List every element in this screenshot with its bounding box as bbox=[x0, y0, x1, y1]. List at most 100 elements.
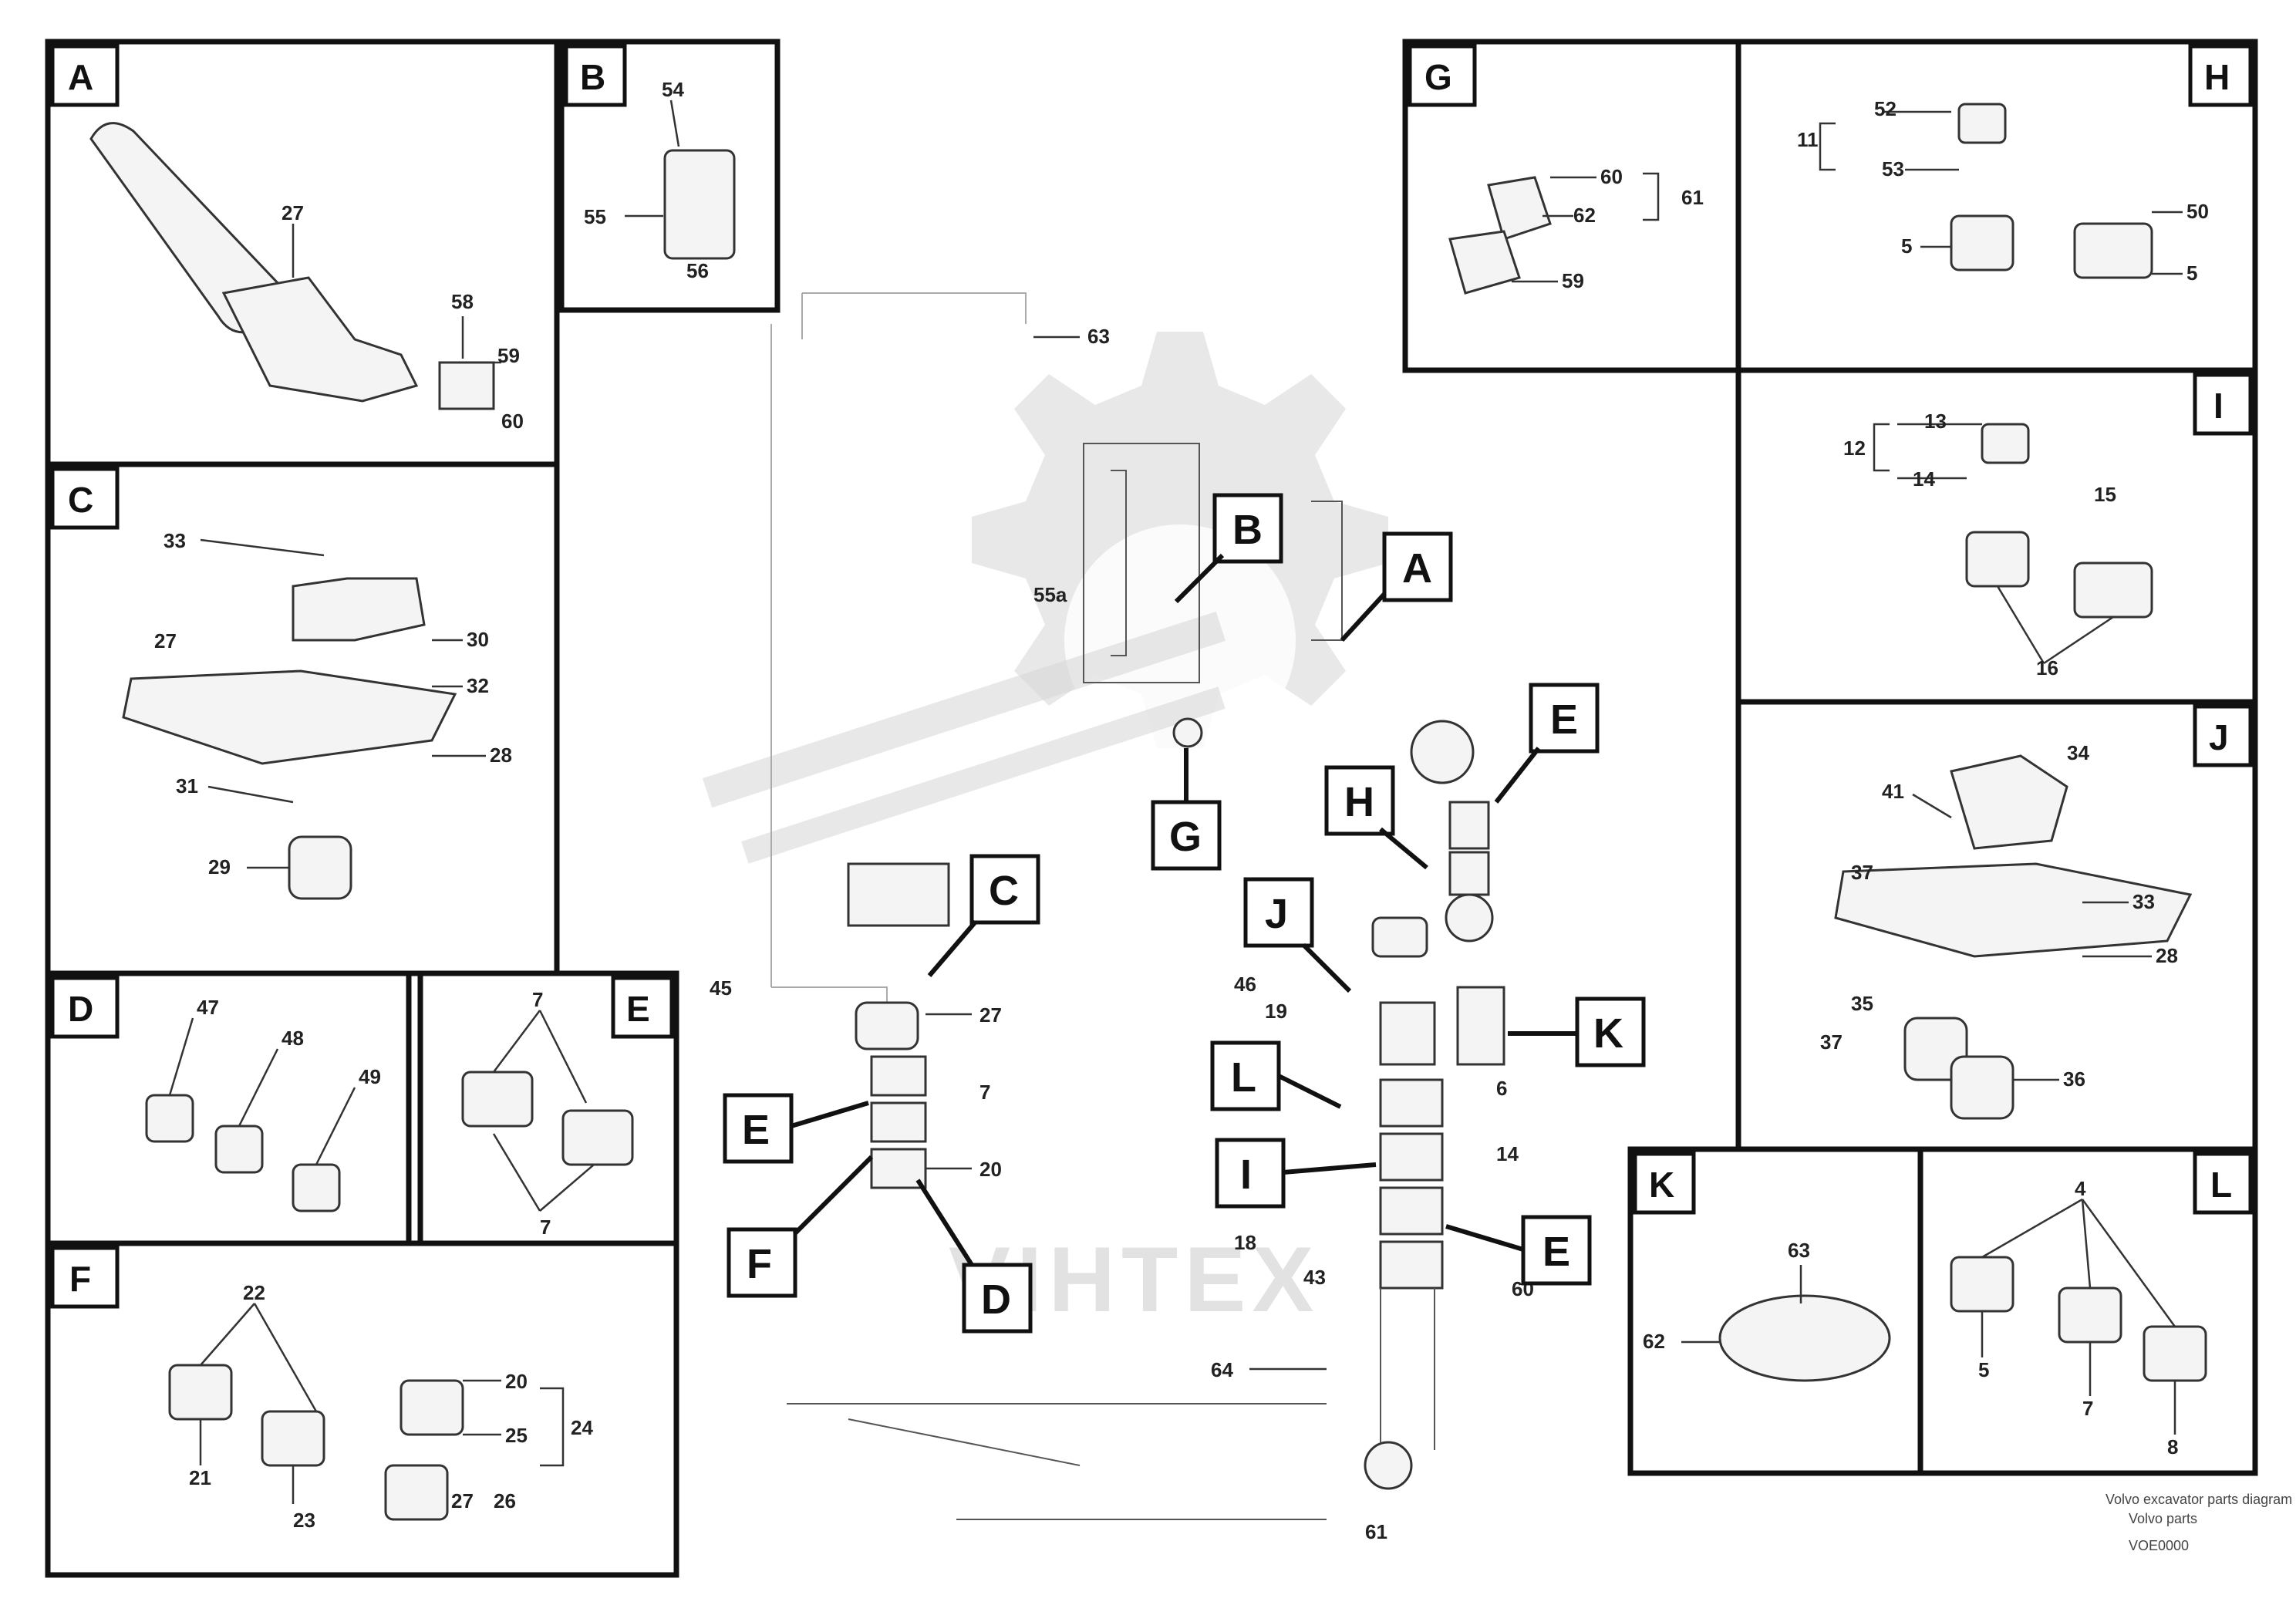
panel-c-num-1: 33 bbox=[164, 529, 186, 552]
panel-g-num-1: 60 bbox=[1600, 165, 1623, 188]
main-num-3: 45 bbox=[710, 976, 732, 1000]
panel-k: K 63 62 bbox=[1627, 1146, 1923, 1476]
panel-j-num-7: 37 bbox=[1820, 1030, 1843, 1054]
panel-j-num-1: 41 bbox=[1882, 780, 1904, 803]
main-num-9: 6 bbox=[1496, 1077, 1507, 1100]
callout-c: C bbox=[989, 868, 1019, 914]
panel-k-num-2: 62 bbox=[1643, 1330, 1665, 1353]
panel-l: L 4 5 7 8 bbox=[1917, 1146, 2258, 1476]
panel-f-num-6: 26 bbox=[494, 1489, 516, 1512]
panel-k-label: K bbox=[1649, 1165, 1674, 1205]
panel-i-num-5: 16 bbox=[2036, 656, 2058, 679]
reference-code: VOE0000 bbox=[2129, 1538, 2189, 1553]
main-num-10: 14 bbox=[1496, 1142, 1519, 1165]
main-num-11: 18 bbox=[1234, 1231, 1256, 1254]
panel-j-num-6: 35 bbox=[1851, 992, 1873, 1015]
panel-a-num-3: 59 bbox=[497, 344, 520, 367]
panel-h: H 11 52 53 50 5 5 bbox=[1735, 39, 2258, 373]
callout-e-top: E bbox=[1550, 696, 1578, 743]
reference-line-2: Volvo parts bbox=[2129, 1511, 2197, 1526]
callout-k: K bbox=[1593, 1010, 1623, 1057]
main-num-5: 7 bbox=[979, 1081, 990, 1104]
callout-h: H bbox=[1344, 779, 1374, 825]
callout-j: J bbox=[1265, 891, 1288, 937]
panel-j: J 41 34 37 33 28 35 37 36 bbox=[1735, 699, 2258, 1152]
panel-d-num-3: 49 bbox=[359, 1065, 381, 1088]
panel-e-num-2: 7 bbox=[540, 1216, 551, 1239]
panel-g: G 60 62 61 59 bbox=[1402, 39, 1741, 373]
main-num-14: 64 bbox=[1211, 1358, 1233, 1381]
reference-block: Volvo excavator parts diagram Volvo part… bbox=[2106, 1492, 2292, 1553]
panel-a-num-1: 27 bbox=[282, 201, 304, 224]
panel-i-num-2: 13 bbox=[1924, 410, 1947, 433]
panel-l-num-2: 5 bbox=[1978, 1358, 1989, 1381]
panel-f-num-2: 20 bbox=[505, 1370, 528, 1393]
main-num-8: 19 bbox=[1265, 1000, 1287, 1023]
callout-f: F bbox=[747, 1241, 772, 1287]
panel-i-num-1: 12 bbox=[1843, 437, 1866, 460]
panel-l-num-1: 4 bbox=[2075, 1177, 2086, 1200]
panel-c-num-4: 28 bbox=[490, 744, 512, 767]
panel-h-num-1: 11 bbox=[1797, 128, 1819, 151]
main-assembly: 63 55a 45 27 7 20 46 19 6 14 18 43 60 64… bbox=[710, 292, 1534, 1543]
panel-l-label: L bbox=[2210, 1165, 2232, 1205]
panel-f-num-1: 22 bbox=[243, 1281, 265, 1304]
panel-b-num-2: 55 bbox=[584, 205, 606, 228]
panel-h-num-3: 53 bbox=[1882, 157, 1904, 180]
panel-j-num-5: 28 bbox=[2156, 944, 2178, 967]
panel-g-label: G bbox=[1424, 57, 1452, 97]
panel-c-label: C bbox=[68, 480, 93, 520]
main-num-15: 61 bbox=[1365, 1520, 1387, 1543]
panel-g-num-3: 61 bbox=[1681, 186, 1704, 209]
panel-f-num-7: 21 bbox=[189, 1466, 211, 1489]
panel-f: F 22 20 23 25 24 26 21 27 bbox=[45, 1240, 679, 1578]
panel-b: B 54 55 56 bbox=[558, 39, 781, 313]
callout-l: L bbox=[1231, 1054, 1256, 1101]
callout-b: B bbox=[1232, 507, 1263, 553]
panel-b-num-1: 54 bbox=[662, 78, 684, 101]
main-num-4: 27 bbox=[979, 1003, 1002, 1027]
panel-i-label: I bbox=[2213, 386, 2224, 426]
panel-b-label: B bbox=[580, 57, 605, 97]
main-num-1: 63 bbox=[1087, 325, 1110, 348]
panel-j-num-4: 33 bbox=[2132, 890, 2155, 913]
panel-i: I 12 13 14 15 16 bbox=[1735, 367, 2258, 705]
panel-h-num-5: 5 bbox=[1901, 234, 1912, 258]
panel-h-num-6: 5 bbox=[2186, 261, 2197, 285]
panel-f-num-4: 25 bbox=[505, 1424, 528, 1447]
panel-d-label: D bbox=[68, 989, 93, 1029]
panel-g-num-2: 62 bbox=[1573, 204, 1596, 227]
panel-f-label: F bbox=[69, 1259, 91, 1299]
panel-b-num-3: 56 bbox=[686, 259, 709, 282]
panel-l-num-4: 8 bbox=[2167, 1435, 2178, 1458]
panel-a-label: A bbox=[68, 57, 93, 97]
panel-d: D 47 48 49 bbox=[45, 970, 412, 1246]
panel-i-num-3: 14 bbox=[1913, 467, 1935, 491]
callout-a: A bbox=[1402, 545, 1432, 592]
callout-e-bottom: E bbox=[1542, 1229, 1570, 1275]
panel-h-num-2: 52 bbox=[1874, 97, 1896, 120]
panel-f-num-3: 23 bbox=[293, 1509, 315, 1532]
watermark: VIHTEX bbox=[702, 332, 1388, 1331]
panel-f-num-8: 27 bbox=[451, 1489, 474, 1512]
panel-g-num-4: 59 bbox=[1562, 269, 1584, 292]
main-num-12: 43 bbox=[1303, 1266, 1326, 1289]
panel-j-num-3: 37 bbox=[1851, 861, 1873, 884]
panel-c-num-3: 32 bbox=[467, 674, 489, 697]
panel-e-label: E bbox=[626, 989, 650, 1029]
panel-c-num-2: 30 bbox=[467, 628, 489, 651]
panel-c-num-5: 31 bbox=[176, 774, 198, 798]
panel-f-num-5: 24 bbox=[571, 1416, 593, 1439]
panel-c-num-6: 29 bbox=[208, 855, 231, 878]
main-num-7: 46 bbox=[1234, 973, 1256, 996]
panel-h-num-4: 50 bbox=[2186, 200, 2209, 223]
panel-j-label: J bbox=[2209, 717, 2229, 757]
panel-e-left: E 7 7 bbox=[417, 970, 679, 1246]
panel-i-num-4: 15 bbox=[2094, 483, 2116, 506]
panel-a: A 27 58 59 60 bbox=[45, 39, 560, 467]
panel-k-num-1: 63 bbox=[1788, 1239, 1810, 1262]
main-num-2: 55a bbox=[1033, 583, 1067, 606]
panel-h-label: H bbox=[2204, 57, 2230, 97]
main-num-6: 20 bbox=[979, 1158, 1002, 1181]
